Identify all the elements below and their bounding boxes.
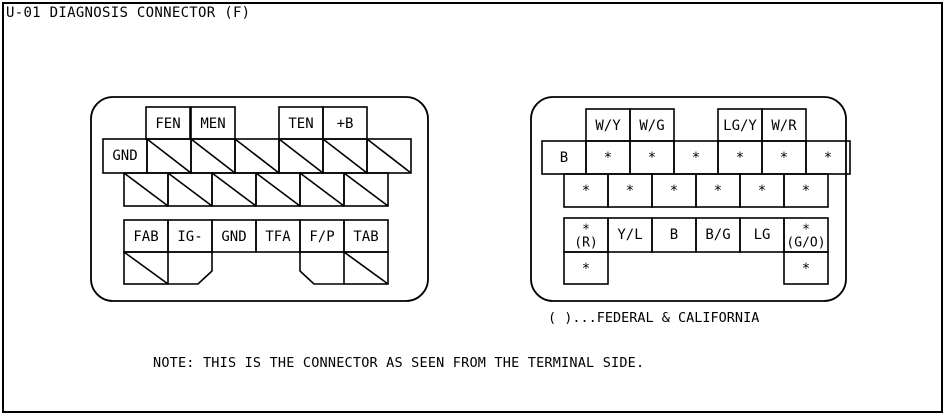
right-terminal-label: * [802, 183, 810, 199]
left-blank-cavity [343, 251, 389, 285]
blank-cavity-slash [146, 138, 192, 174]
right-terminal-cell [783, 173, 829, 208]
legend-note: ( )...FEDERAL & CALIFORNIA [548, 310, 760, 326]
left-terminal-label: F/P [309, 229, 334, 245]
left-terminal-label: IG- [177, 229, 202, 245]
blank-cavity-slash [190, 138, 236, 174]
terminal-side-note: NOTE: THIS IS THE CONNECTOR AS SEEN FROM… [153, 355, 645, 371]
diagram-title: U-01 DIAGNOSIS CONNECTOR (F) [6, 5, 251, 21]
blank-cavity-slash [299, 172, 345, 207]
left-connector-housing [90, 96, 429, 302]
right-terminal-label: *(G/O) [786, 223, 825, 251]
right-terminal-label: * [714, 183, 722, 199]
blank-cavity-slash [234, 138, 280, 174]
right-terminal-label: * [736, 150, 744, 166]
left-keyed-cavity [299, 251, 344, 285]
right-terminal-label: * [670, 183, 678, 199]
left-terminal-label: GND [112, 148, 137, 164]
left-terminal-label: +B [337, 116, 354, 132]
diagram-frame [2, 2, 943, 413]
right-terminal-cell [563, 251, 609, 285]
right-terminal-label: W/R [771, 118, 797, 134]
right-terminal-label: LG [754, 227, 771, 243]
blank-cavity-slash [123, 172, 169, 207]
right-terminal-label: * [758, 183, 766, 199]
left-terminal-label: FEN [155, 116, 180, 132]
right-terminal-label: * [692, 150, 700, 166]
blank-cavity-slash [343, 172, 389, 207]
blank-cavity-slash [255, 172, 301, 207]
left-terminal-label: TFA [265, 229, 291, 245]
left-terminal-label: TAB [353, 229, 378, 245]
blank-cavity-slash [123, 251, 169, 285]
blank-cavity-slash [366, 138, 412, 174]
left-terminal-label: MEN [200, 116, 225, 132]
right-terminal-label: LG/Y [723, 118, 757, 134]
right-terminal-label: * [824, 150, 832, 166]
right-terminal-label: * [780, 150, 788, 166]
right-terminal-label: * [582, 183, 590, 199]
right-terminal-label: * [582, 261, 590, 277]
right-terminal-label: * [802, 261, 810, 277]
right-terminal-label: B [560, 150, 568, 166]
blank-cavity-slash [278, 138, 324, 174]
right-terminal-label: W/Y [595, 118, 621, 134]
right-terminal-cell [783, 251, 829, 285]
left-blank-cavity [123, 251, 169, 285]
left-blank-cavity [366, 138, 412, 174]
blank-cavity-slash [343, 251, 389, 285]
blank-cavity-slash [211, 172, 257, 207]
blank-cavity-slash [322, 138, 368, 174]
left-terminal-label: GND [221, 229, 246, 245]
right-terminal-label: W/G [639, 118, 664, 134]
blank-cavity-slash [167, 172, 213, 207]
right-terminal-label: * [604, 150, 612, 166]
left-terminal-label: TEN [288, 116, 313, 132]
right-connector-housing [530, 96, 847, 302]
right-terminal-label: Y/L [617, 227, 642, 243]
left-keyed-cavity [168, 251, 213, 285]
left-blank-cavity [343, 172, 389, 207]
right-terminal-label: * [626, 183, 634, 199]
right-terminal-label: B [670, 227, 678, 243]
right-terminal-label: *(R) [574, 223, 597, 251]
right-terminal-label: * [648, 150, 656, 166]
left-terminal-label: FAB [133, 229, 158, 245]
right-terminal-label: B/G [705, 227, 730, 243]
